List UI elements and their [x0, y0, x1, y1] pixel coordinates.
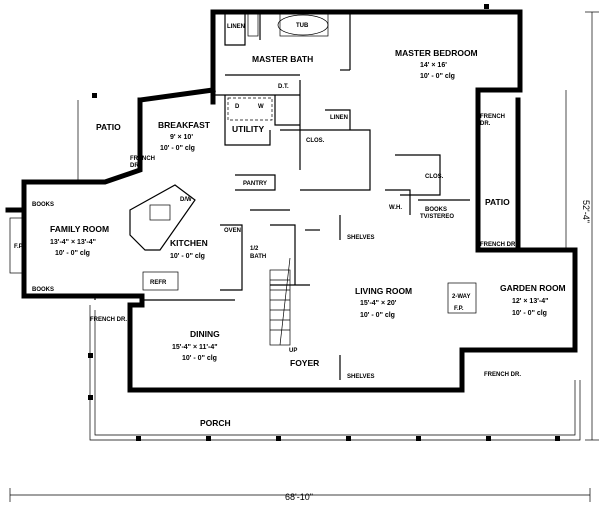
- kitchen-island: [129, 184, 196, 291]
- master-bedroom-ceiling: 10' - 0" clg: [420, 73, 455, 80]
- porch-rail: [77, 4, 581, 441]
- label-books-tv-2: TV/STEREO: [420, 214, 454, 220]
- room-garden: GARDEN ROOM: [500, 283, 566, 293]
- interior-walls: [94, 12, 470, 380]
- label-half-bath-2: BATH: [250, 254, 266, 260]
- room-patio-left: PATIO: [96, 122, 121, 132]
- living-room-size: 15'-4" × 20': [360, 300, 397, 307]
- label-french-top-2: DR.: [130, 163, 141, 169]
- master-bedroom-size: 14' × 16': [420, 62, 447, 69]
- label-french-top-1: FRENCH: [130, 156, 155, 162]
- room-living: LIVING ROOM: [355, 286, 412, 296]
- overall-width: 68'-10": [285, 492, 313, 502]
- label-linen-mid: LINEN: [330, 115, 348, 121]
- label-books-tv-1: BOOKS: [425, 207, 447, 213]
- room-master-bedroom: MASTER BEDROOM: [395, 48, 478, 58]
- label-up: UP: [289, 348, 297, 354]
- label-books-top: BOOKS: [32, 202, 54, 208]
- room-breakfast: BREAKFAST: [158, 120, 211, 130]
- label-books-bottom: BOOKS: [32, 287, 54, 293]
- label-dw: D/W: [180, 197, 192, 203]
- overall-depth: 52'-4": [581, 200, 591, 223]
- room-utility: UTILITY: [232, 124, 264, 134]
- label-wh: W.H.: [389, 205, 402, 211]
- garden-room-ceiling: 10' - 0" clg: [512, 310, 547, 317]
- garden-room-size: 12' × 13'-4": [512, 298, 548, 305]
- label-fp-left: F.P.: [14, 244, 24, 250]
- label-french-dr-right: FRENCH DR.: [484, 372, 521, 378]
- label-linen-top: LINEN: [227, 24, 245, 30]
- label-fp-right: F.P.: [454, 306, 464, 312]
- room-family: FAMILY ROOM: [50, 224, 109, 234]
- room-porch: PORCH: [200, 418, 231, 428]
- label-oven: OVEN: [224, 228, 241, 234]
- label-refr: REFR: [150, 280, 167, 286]
- dimension-lines: [9, 11, 599, 502]
- dining-ceiling: 10' - 0" clg: [182, 355, 217, 362]
- dining-size: 15'-4" × 11'-4": [172, 344, 218, 351]
- label-shelves-top: SHELVES: [347, 235, 375, 241]
- label-d: D: [235, 104, 240, 110]
- label-clos-2: CLOS.: [425, 174, 444, 180]
- exterior-walls: [5, 9, 578, 393]
- label-french-right-2: DR.: [480, 121, 491, 127]
- label-clos-1: CLOS.: [306, 138, 325, 144]
- kitchen-ceiling: 10' - 0" clg: [170, 253, 205, 260]
- label-w: W: [258, 104, 264, 110]
- room-kitchen: KITCHEN: [170, 238, 208, 248]
- living-room-ceiling: 10' - 0" clg: [360, 312, 395, 319]
- stair: [269, 257, 291, 346]
- breakfast-size: 9' × 10': [170, 134, 193, 141]
- label-half-bath-1: 1/2: [250, 246, 259, 252]
- label-two-way: 2-WAY: [452, 294, 470, 300]
- room-patio-right: PATIO: [485, 197, 510, 207]
- label-pantry: PANTRY: [243, 181, 267, 187]
- label-dt: D.T.: [278, 84, 289, 90]
- family-room-size: 13'-4" × 13'-4": [50, 239, 96, 246]
- room-dining: DINING: [190, 329, 220, 339]
- label-french-right-1: FRENCH: [480, 114, 505, 120]
- fixtures: [9, 13, 477, 314]
- label-french-dr-garden: FRENCH DR.: [480, 242, 517, 248]
- family-room-ceiling: 10' - 0" clg: [55, 250, 90, 257]
- label-tub: TUB: [296, 23, 309, 29]
- room-foyer: FOYER: [290, 358, 319, 368]
- room-master-bath: MASTER BATH: [252, 54, 313, 64]
- label-french-dr-left: FRENCH DR.: [90, 317, 127, 323]
- breakfast-ceiling: 10' - 0" clg: [160, 145, 195, 152]
- label-shelves-bottom: SHELVES: [347, 374, 375, 380]
